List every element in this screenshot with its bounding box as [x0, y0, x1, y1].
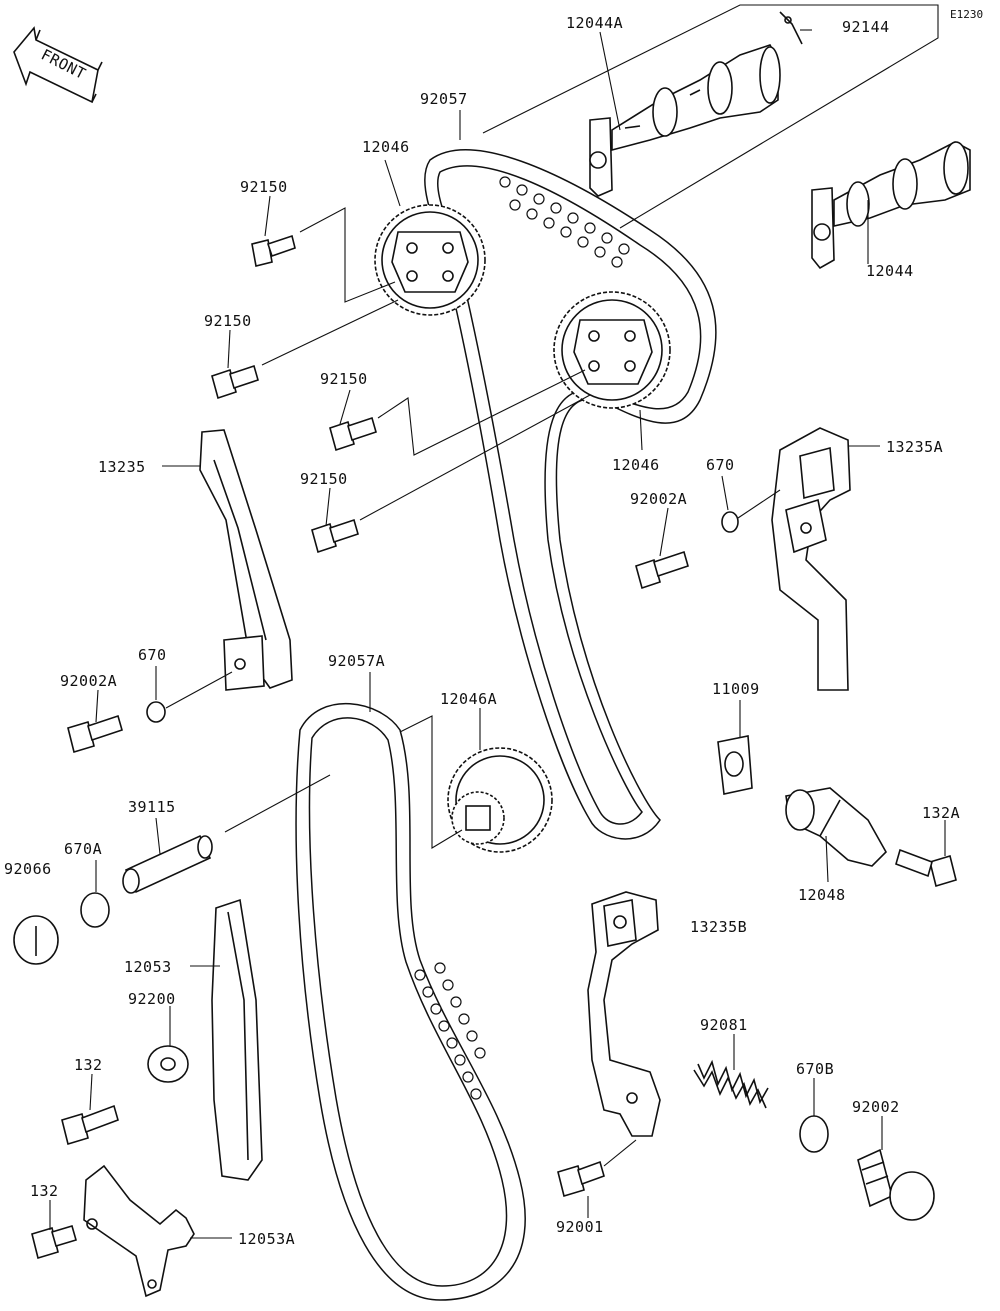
crank-sprocket-12046A [447, 747, 553, 853]
label-12046-mid: 12046 [612, 456, 660, 474]
label-12053: 12053 [124, 958, 172, 976]
cam-sprocket-12046-mid [553, 291, 671, 409]
chain-links-upper [499, 176, 630, 268]
label-92150-d: 92150 [300, 470, 348, 488]
label-leaders [49, 29, 946, 1239]
label-670-left: 670 [138, 646, 167, 664]
oring-670-left [146, 701, 166, 723]
pin-92144 [779, 11, 803, 45]
label-92066: 92066 [4, 860, 52, 878]
label-132-a: 132 [74, 1056, 103, 1074]
label-132-b: 132 [30, 1182, 59, 1200]
label-11009: 11009 [712, 680, 760, 698]
bolt-132-a [61, 1104, 119, 1146]
label-12046-top: 12046 [362, 138, 410, 156]
label-12053A: 12053A [238, 1230, 295, 1248]
tensioner-12048 [785, 787, 887, 867]
bolt-132-b [31, 1225, 77, 1260]
label-92001: 92001 [556, 1218, 604, 1236]
camshaft-12044A [589, 44, 781, 197]
label-670-right: 670 [706, 456, 735, 474]
label-13235A: 13235A [886, 438, 943, 456]
front-arrow-icon: FRONT [13, 26, 103, 104]
label-670B: 670B [796, 1060, 834, 1078]
diagram-code: E1230 [950, 8, 983, 21]
bolt-92002A-left [67, 714, 123, 754]
label-12044: 12044 [866, 262, 914, 280]
spring-92081 [693, 1059, 769, 1109]
pin-39115 [122, 834, 213, 894]
oring-670-right [721, 511, 739, 533]
washer-92200 [147, 1045, 189, 1083]
label-92150-b: 92150 [204, 312, 252, 330]
chain-guide-13235 [199, 429, 293, 691]
cam-sprocket-12046-top [374, 204, 486, 316]
label-12044A: 12044A [566, 14, 623, 32]
label-92002A-right: 92002A [630, 490, 687, 508]
chain-links-lower [414, 962, 486, 1100]
plug-92066 [13, 915, 59, 965]
gasket-11009 [717, 735, 753, 795]
plug-bolt-92002 [857, 1148, 935, 1221]
label-39115: 39115 [128, 798, 176, 816]
label-92002: 92002 [852, 1098, 900, 1116]
oring-670A [80, 892, 110, 928]
label-92057: 92057 [420, 90, 468, 108]
label-132A: 132A [922, 804, 960, 822]
label-92081: 92081 [700, 1016, 748, 1034]
camshaft-12044 [811, 141, 971, 270]
bolt-92150-a [251, 234, 296, 267]
cam-chain-92057 [424, 149, 717, 840]
label-12046A: 12046A [440, 690, 497, 708]
label-92200: 92200 [128, 990, 176, 1008]
bolt-132A [895, 848, 957, 888]
tensioner-guide-13235B [587, 891, 661, 1137]
oring-670B [799, 1115, 829, 1153]
label-92150-a: 92150 [240, 178, 288, 196]
chain-guide-12053 [211, 898, 263, 1181]
bolt-92150-d [311, 518, 359, 554]
cam-chain-92057A [295, 703, 526, 1301]
label-92002A-left: 92002A [60, 672, 117, 690]
chain-tensioner-arm-13235A [771, 427, 851, 691]
bolt-92150-c [329, 416, 377, 452]
bolt-92150-b [211, 364, 259, 400]
label-92144: 92144 [842, 18, 890, 36]
bolt-92002A-right [635, 550, 689, 590]
label-13235: 13235 [98, 458, 146, 476]
label-92150-c: 92150 [320, 370, 368, 388]
label-92057A: 92057A [328, 652, 385, 670]
bolt-92001 [557, 1160, 605, 1198]
chain-guide-12053A [83, 1164, 195, 1298]
label-12048: 12048 [798, 886, 846, 904]
label-670A: 670A [64, 840, 102, 858]
camshaft-exhaust-group-outline [482, 4, 939, 229]
label-13235B: 13235B [690, 918, 747, 936]
